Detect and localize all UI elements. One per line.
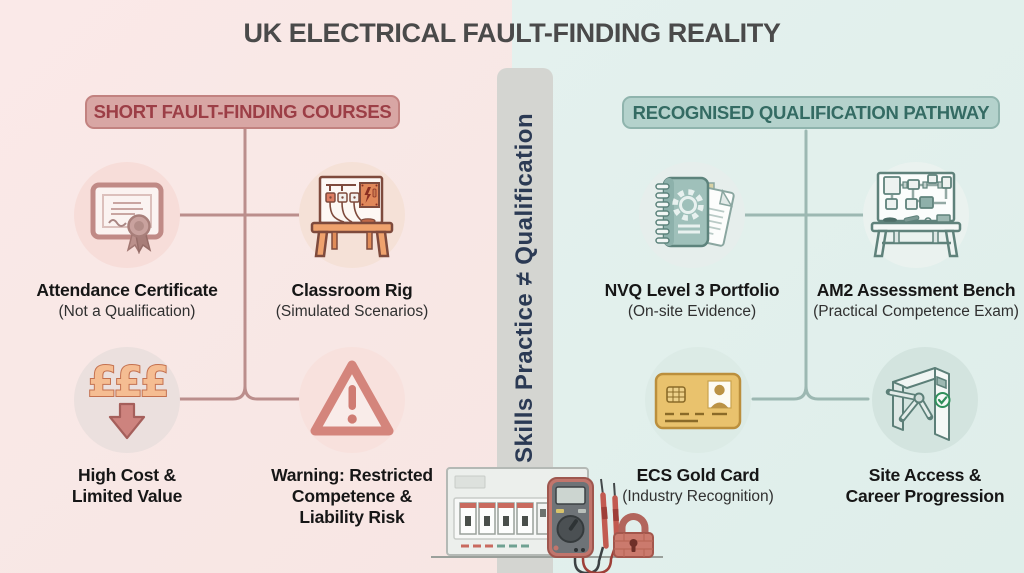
pound-sterling-cost-icon-circle: £££	[74, 347, 180, 453]
right-column-header: RECOGNISED QUALIFICATION PATHWAY	[622, 96, 1000, 129]
classroom-rig-icon-circle	[299, 162, 405, 268]
turnstile-icon	[885, 367, 951, 441]
multimeter-leads	[573, 546, 617, 573]
item-nvq-portfolio: NVQ Level 3 Portfolio (On-site Evidence)	[572, 162, 812, 322]
svg-text:£££: £££	[88, 357, 167, 406]
item-ecs-gold-card: ECS Gold Card (Industry Recognition)	[578, 347, 818, 507]
item-classroom-rig: Classroom Rig (Simulated Scenarios)	[232, 162, 472, 322]
page-title: UK ELECTRICAL FAULT-FINDING REALITY	[243, 18, 781, 48]
warning-triangle-icon-circle	[299, 347, 405, 453]
turnstile-icon-circle	[872, 347, 978, 453]
footer-illustration	[431, 467, 663, 573]
item-warning-risk: Warning: Restricted Competence & Liabili…	[232, 347, 472, 529]
item-site-access: Site Access & Career Progression	[805, 347, 1024, 508]
gold-card-icon-circle	[645, 347, 751, 453]
certificate-icon-circle	[74, 162, 180, 268]
item-sublabel: (Industry Recognition)	[622, 488, 774, 505]
left-column-header: SHORT FAULT-FINDING COURSES	[85, 95, 400, 129]
gold-card-icon	[654, 372, 742, 430]
classroom-rig-icon	[310, 175, 394, 258]
item-label: NVQ Level 3 Portfolio	[604, 280, 780, 300]
padlock-icon	[613, 513, 654, 558]
item-label: Site Access & Career Progression	[845, 465, 1005, 506]
item-label: Warning: Restricted Competence & Liabili…	[271, 465, 433, 527]
pound-sterling-cost-icon: £££	[87, 356, 170, 440]
multimeter-icon	[547, 477, 594, 558]
item-am2-bench: AM2 Assessment Bench (Practical Competen…	[796, 162, 1024, 322]
item-label: ECS Gold Card	[636, 465, 760, 485]
assessment-bench-icon	[870, 171, 962, 258]
item-sublabel: (Practical Competence Exam)	[813, 303, 1019, 320]
item-label: Classroom Rig	[291, 280, 413, 300]
warning-triangle-icon	[310, 360, 394, 436]
item-sublabel: (Simulated Scenarios)	[275, 303, 429, 320]
divider-label: Skills Practice ≠ Qualification	[511, 112, 538, 464]
item-label: High Cost & Limited Value	[71, 465, 183, 506]
item-high-cost: £££ High Cost & Limited Value	[7, 347, 247, 508]
item-label: Attendance Certificate	[36, 280, 218, 300]
item-sublabel: (Not a Qualification)	[58, 303, 196, 320]
item-attendance-certificate: Attendance Certificate (Not a Qualificat…	[7, 162, 247, 322]
item-sublabel: (On-site Evidence)	[627, 303, 757, 320]
portfolio-icon-circle	[639, 162, 745, 268]
certificate-icon	[90, 182, 164, 255]
item-label: AM2 Assessment Bench	[816, 280, 1016, 300]
right-panel-background	[512, 0, 1024, 573]
assessment-bench-icon-circle	[863, 162, 969, 268]
portfolio-icon	[655, 176, 735, 248]
